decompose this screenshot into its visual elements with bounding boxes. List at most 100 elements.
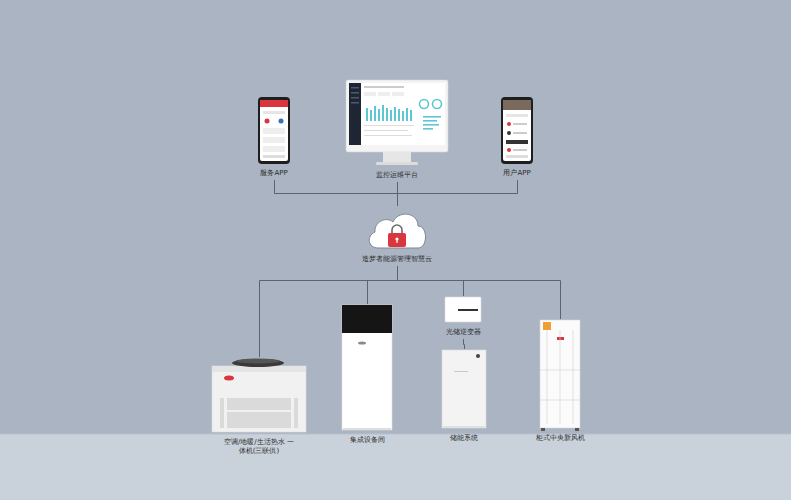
connector-line [464,339,465,349]
heat-pump-illustration-part [291,398,294,428]
phone-illustration-part [503,100,531,110]
monitor-illustration-part [364,130,408,131]
ventilator-illustration-part [573,330,574,424]
background [0,0,791,434]
monitor-illustration-part [376,162,418,165]
monitor-illustration-part [394,107,396,121]
ventilator-illustration-part [541,428,545,431]
heat-pump-illustration-part [224,398,227,428]
monitor-illustration-part [346,80,448,152]
platform-monitor: 监控运维平台 [345,80,449,182]
heat-pump-illustration-part [224,410,294,412]
monitor-illustration-part [366,105,412,121]
phone-illustration-part [513,149,527,151]
battery-illustration-part [443,426,485,428]
inverter-illustration-part [458,309,478,311]
inverter-illustration [445,297,481,322]
phone-illustration [258,97,290,164]
device-caption: 监控运维平台 [345,171,449,180]
phone-illustration-part [507,131,511,135]
tower-illustration-part [343,428,391,430]
connector-line [398,266,561,319]
device-caption: 集成设备间 [341,436,393,445]
phone-illustration-part [260,100,288,161]
tower-illustration-part [358,341,366,344]
monitor-illustration-part [392,92,404,96]
monitor-illustration-part [351,97,359,99]
monitor-illustration [346,80,448,165]
monitor-illustration-part [398,109,400,121]
phone-illustration-part [506,140,528,144]
cloud-node: 造梦者能源管理智慧云 [360,206,434,266]
ventilator-illustration [540,320,580,431]
device-caption: 光储逆变器 [444,328,483,337]
phone-illustration-part [513,123,527,125]
ventilator-illustration-part [540,400,580,401]
phone-illustration-part [263,146,285,152]
ventilator-illustration-part [540,320,580,428]
device-caption: 储能系统 [441,434,487,443]
ventilator-illustration-part [543,322,551,330]
monitor-illustration-part [423,120,437,122]
monitor-illustration-part [351,102,359,104]
ventilator-illustration-part [560,330,561,424]
device-caption: 用户APP [500,169,534,178]
monitor-illustration-part [378,92,390,96]
phone-illustration-part [506,114,528,117]
monitor-illustration-part [423,124,439,126]
equipment-unit: 集成设备间 [341,304,393,447]
monitor-illustration-part [423,116,441,118]
battery-illustration [442,350,486,428]
cloud-illustration [369,214,425,248]
phone-illustration-part [513,132,527,134]
monitor-illustration-part [351,87,359,89]
device-caption: 造梦者能源管理智慧云 [360,255,434,264]
ventilator-illustration-part [557,337,564,340]
phone-illustration-part [503,100,531,161]
monitor-illustration-part [423,128,433,130]
equipment-unit: 光储逆变器 [444,296,483,339]
cloud-illustration-part [369,214,425,248]
floor-band [0,434,791,500]
monitor-illustration-part [406,108,408,121]
monitor-illustration-part [402,111,404,121]
tower-illustration [342,305,392,430]
phone-illustration-part [501,97,533,164]
cloud-illustration-part [388,233,406,247]
monitor-illustration-part [420,100,429,109]
equipment-unit: 空调/地暖/生活热水 一体机(三联供) [211,357,307,458]
equipment-unit: 储能系统 [441,349,487,445]
ventilator-illustration-part [540,370,580,371]
phone-illustration-part [260,100,288,107]
monitor-illustration-part [378,109,380,121]
connector-line [260,266,398,357]
ventilator-illustration-part [575,428,579,431]
cloud-illustration-part [392,225,402,234]
app-device: 服务APP [257,96,291,180]
app-device: 用户APP [500,96,534,180]
phone-illustration-part [263,155,285,158]
connector-line [398,180,518,206]
monitor-illustration-part [366,108,368,121]
monitor-illustration-part [383,152,411,162]
device-caption: 柜式中央新风机 [534,434,587,443]
heat-pump-illustration-part [212,366,306,432]
device-caption: 空调/地暖/生活热水 一体机(三联供) [223,438,295,456]
heat-pump-illustration-part [224,376,234,381]
monitor-illustration-part [349,83,445,145]
phone-illustration-part [263,137,285,143]
ventilator-illustration-part [547,330,548,424]
battery-illustration-part [454,371,468,372]
heat-pump-illustration-part [236,359,280,364]
phone-illustration-part [263,111,285,114]
phone-illustration-part [279,119,284,124]
phone-illustration-part [507,122,511,126]
monitor-illustration-part [349,83,361,145]
phone-illustration-part [265,119,270,124]
heat-pump-illustration-part [232,359,284,367]
inverter-illustration-part [445,297,481,322]
battery-illustration-part [476,354,480,358]
phone-illustration [501,97,533,164]
phone-illustration-part [263,128,285,134]
